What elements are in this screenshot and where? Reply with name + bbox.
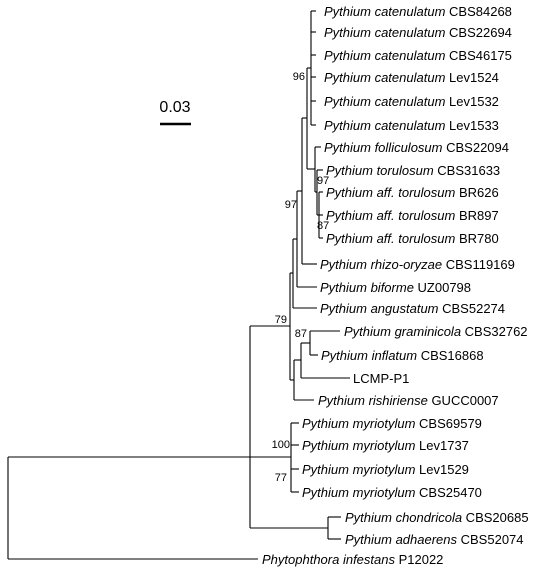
taxon-species: Pythium catenulatum	[324, 94, 446, 109]
taxon-strain: CBS22694	[445, 25, 512, 40]
taxon-species: Pythium catenulatum	[324, 70, 446, 85]
taxon-species: Pythium aff. torulosum	[326, 185, 455, 200]
taxon-species: Pythium adhaerens	[345, 532, 458, 547]
taxon-species: Pythium aff. torulosum	[326, 231, 455, 246]
taxon-label: Pythium catenulatum Lev1532	[324, 94, 499, 109]
taxon-label: Pythium chondricola CBS20685	[345, 510, 529, 525]
bootstrap-value: 97	[317, 175, 329, 187]
taxon-species: Pythium myriotylum	[302, 416, 416, 431]
taxon-species: Pythium rishiriense	[318, 393, 428, 408]
taxon-strain: CBS31633	[434, 163, 501, 178]
taxon-strain: CBS52274	[439, 301, 506, 316]
taxon-label: Pythium rishiriense GUCC0007	[318, 393, 499, 408]
taxon-strain: Lev1532	[445, 94, 499, 109]
taxon-label: Pythium myriotylum Lev1737	[302, 438, 469, 453]
taxon-label: Pythium aff. torulosum BR626	[326, 185, 499, 200]
scale-bar-label: 0.03	[159, 99, 190, 116]
taxon-strain: CBS32762	[461, 324, 528, 339]
taxon-strain: CBS20685	[462, 510, 529, 525]
taxon-species: Pythium myriotylum	[302, 485, 416, 500]
taxon-species: Pythium catenulatum	[324, 48, 446, 63]
taxon-strain: Lev1533	[445, 118, 499, 133]
bootstrap-value: 96	[293, 71, 305, 83]
taxon-strain: CBS119169	[442, 257, 515, 272]
taxon-species: Pythium myriotylum	[302, 462, 416, 477]
taxon-strain: P12022	[395, 552, 443, 567]
taxon-strain: BR626	[455, 185, 498, 200]
taxon-species: Pythium torulosum	[326, 163, 434, 178]
bootstrap-value: 79	[275, 314, 287, 326]
taxon-label: Phytophthora infestans P12022	[262, 552, 443, 567]
taxon-label: Pythium myriotylum CBS25470	[302, 485, 482, 500]
taxon-label: Pythium catenulatum CBS22694	[324, 25, 512, 40]
bootstrap-value: 97	[285, 199, 297, 211]
taxon-label: Pythium biforme UZ00798	[320, 280, 471, 295]
taxon-species: Pythium biforme	[320, 280, 414, 295]
taxon-species: Pythium catenulatum	[324, 4, 446, 19]
taxon-species: Pythium myriotylum	[302, 438, 416, 453]
taxon-label: Pythium folliculosum CBS22094	[324, 140, 509, 155]
taxon-label: Pythium adhaerens CBS52074	[345, 532, 524, 547]
bootstrap-values: 96 97 97 87 79 87 100 77	[272, 71, 330, 484]
taxon-strain: Lev1529	[415, 462, 469, 477]
taxon-label: Pythium myriotylum CBS69579	[302, 416, 482, 431]
taxon-label: Pythium catenulatum Lev1524	[324, 70, 499, 85]
taxon-strain: CBS16868	[417, 348, 484, 363]
taxon-label: LCMP-P1	[353, 371, 409, 386]
taxon-species: Phytophthora infestans	[262, 552, 395, 567]
taxon-label: Pythium catenulatum CBS46175	[324, 48, 512, 63]
taxon-species: Pythium folliculosum	[324, 140, 443, 155]
taxon-species: Pythium graminicola	[344, 324, 461, 339]
taxon-species: Pythium rhizo-oryzae	[320, 257, 442, 272]
taxon-label: Pythium torulosum CBS31633	[326, 163, 500, 178]
taxon-strain: LCMP-P1	[353, 371, 409, 386]
taxon-species: Pythium inflatum	[321, 348, 417, 363]
bootstrap-value: 100	[272, 439, 290, 451]
taxon-strain: CBS84268	[445, 4, 512, 19]
taxon-label: Pythium myriotylum Lev1529	[302, 462, 469, 477]
taxon-strain: GUCC0007	[428, 393, 499, 408]
bootstrap-value: 77	[275, 472, 287, 484]
tree-branches	[7, 10, 350, 560]
taxon-strain: CBS25470	[415, 485, 482, 500]
taxon-species: Pythium catenulatum	[324, 118, 446, 133]
taxon-strain: CBS52074	[457, 532, 524, 547]
taxon-species: Pythium catenulatum	[324, 25, 446, 40]
taxon-label: Pythium inflatum CBS16868	[321, 348, 484, 363]
taxon-label: Pythium catenulatum Lev1533	[324, 118, 499, 133]
taxon-strain: CBS69579	[415, 416, 482, 431]
taxon-strain: CBS22094	[443, 140, 510, 155]
taxon-species: Pythium angustatum	[320, 301, 439, 316]
taxon-strain: CBS46175	[445, 48, 512, 63]
taxon-label: Pythium angustatum CBS52274	[320, 301, 505, 316]
taxon-species: Pythium chondricola	[345, 510, 462, 525]
bootstrap-value: 87	[295, 328, 307, 340]
taxon-strain: BR780	[455, 231, 498, 246]
taxon-strain: UZ00798	[414, 280, 471, 295]
taxon-label: Pythium rhizo-oryzae CBS119169	[320, 257, 515, 272]
scale-bar: 0.03	[159, 99, 191, 126]
taxon-strain: BR897	[455, 208, 498, 223]
taxon-species: Pythium aff. torulosum	[326, 208, 455, 223]
taxon-label: Pythium aff. torulosum BR780	[326, 231, 499, 246]
taxon-strain: Lev1524	[445, 70, 499, 85]
taxon-label: Pythium aff. torulosum BR897	[326, 208, 499, 223]
taxon-label: Pythium catenulatum CBS84268	[324, 4, 512, 19]
bootstrap-value: 87	[317, 220, 329, 232]
taxon-strain: Lev1737	[415, 438, 469, 453]
taxon-label: Pythium graminicola CBS32762	[344, 324, 528, 339]
